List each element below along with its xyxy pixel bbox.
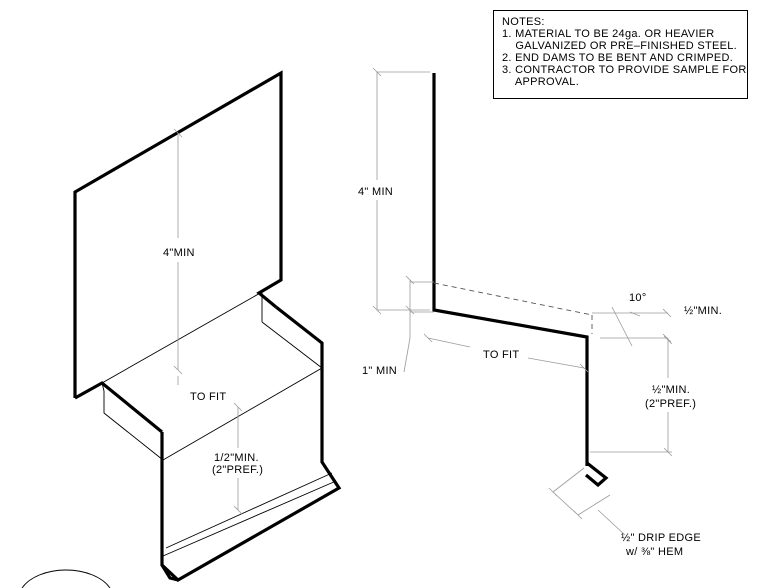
iso-leg-ticks (233, 402, 243, 515)
note-line: 3. CONTRACTOR TO PROVIDE SAMPLE FOR (502, 64, 747, 76)
iso-height-label: 4"MIN (163, 247, 195, 259)
section-drip-label-1: ½" DRIP EDGE (621, 532, 701, 544)
section-angle-arc (611, 306, 641, 347)
section-drip-leader (597, 509, 626, 536)
section-flashing-view: 4" MIN 1" MIN TO FIT 10° ½"MIN. ½"MIN. (… (358, 67, 722, 558)
section-drip-hem (584, 461, 609, 488)
section-width-label: TO FIT (483, 349, 519, 361)
section-drip-label-2: w/ ⅜" HEM (625, 546, 683, 558)
note-line: GALVANIZED OR PRE–FINISHED STEEL. (502, 40, 738, 52)
section-angle-label: 10° (629, 292, 647, 304)
iso-bend-line-mid (103, 391, 164, 461)
note-line: 2. END DAMS TO BE BENT AND CRIMPED. (502, 52, 734, 64)
section-dashed-top (433, 282, 593, 316)
detail-callout-circle (21, 569, 111, 588)
section-back-ext (410, 281, 434, 313)
note-line: APPROVAL. (502, 76, 580, 88)
notes-heading: NOTES: (502, 16, 545, 28)
section-back-dimension (405, 275, 415, 338)
section-back-leader (403, 337, 411, 373)
section-height-label: 4" MIN (358, 186, 393, 198)
section-back-label: 1" MIN (362, 365, 397, 377)
iso-shelf-front (261, 321, 323, 369)
iso-hem-line (165, 472, 333, 549)
section-leg-label-2: (2"PREF.) (645, 398, 696, 410)
section-lip-label: ½"MIN. (684, 305, 722, 317)
iso-shelf-diag (162, 367, 323, 461)
iso-drip-hem (160, 564, 179, 582)
iso-front-leg-outline (160, 305, 342, 582)
iso-shelf-back (101, 382, 105, 392)
notes-box: NOTES: 1. MATERIAL TO BE 24ga. OR HEAVIE… (493, 10, 748, 99)
iso-height-ticks (173, 128, 183, 375)
isometric-flashing-view: 4"MIN TO FIT 1/2"MIN. (2"PREF.) (21, 70, 342, 588)
section-lip-dimension (592, 308, 672, 343)
section-profile (432, 73, 589, 466)
iso-bend-line-top (101, 291, 263, 384)
section-width-dimension (427, 337, 585, 369)
iso-leg-label-2: (2"PREF.) (212, 464, 263, 476)
section-leg-dimension (663, 335, 673, 457)
section-width-ticks (423, 333, 589, 373)
note-line: 1. MATERIAL TO BE 24ga. OR HEAVIER (502, 28, 715, 40)
section-leg-label-1: ½"MIN. (652, 384, 690, 396)
iso-width-label: TO FIT (190, 391, 226, 403)
section-drip-dimension (548, 467, 611, 520)
iso-hem-line-2 (162, 480, 337, 557)
iso-leg-label-1: 1/2"MIN. (214, 452, 259, 464)
